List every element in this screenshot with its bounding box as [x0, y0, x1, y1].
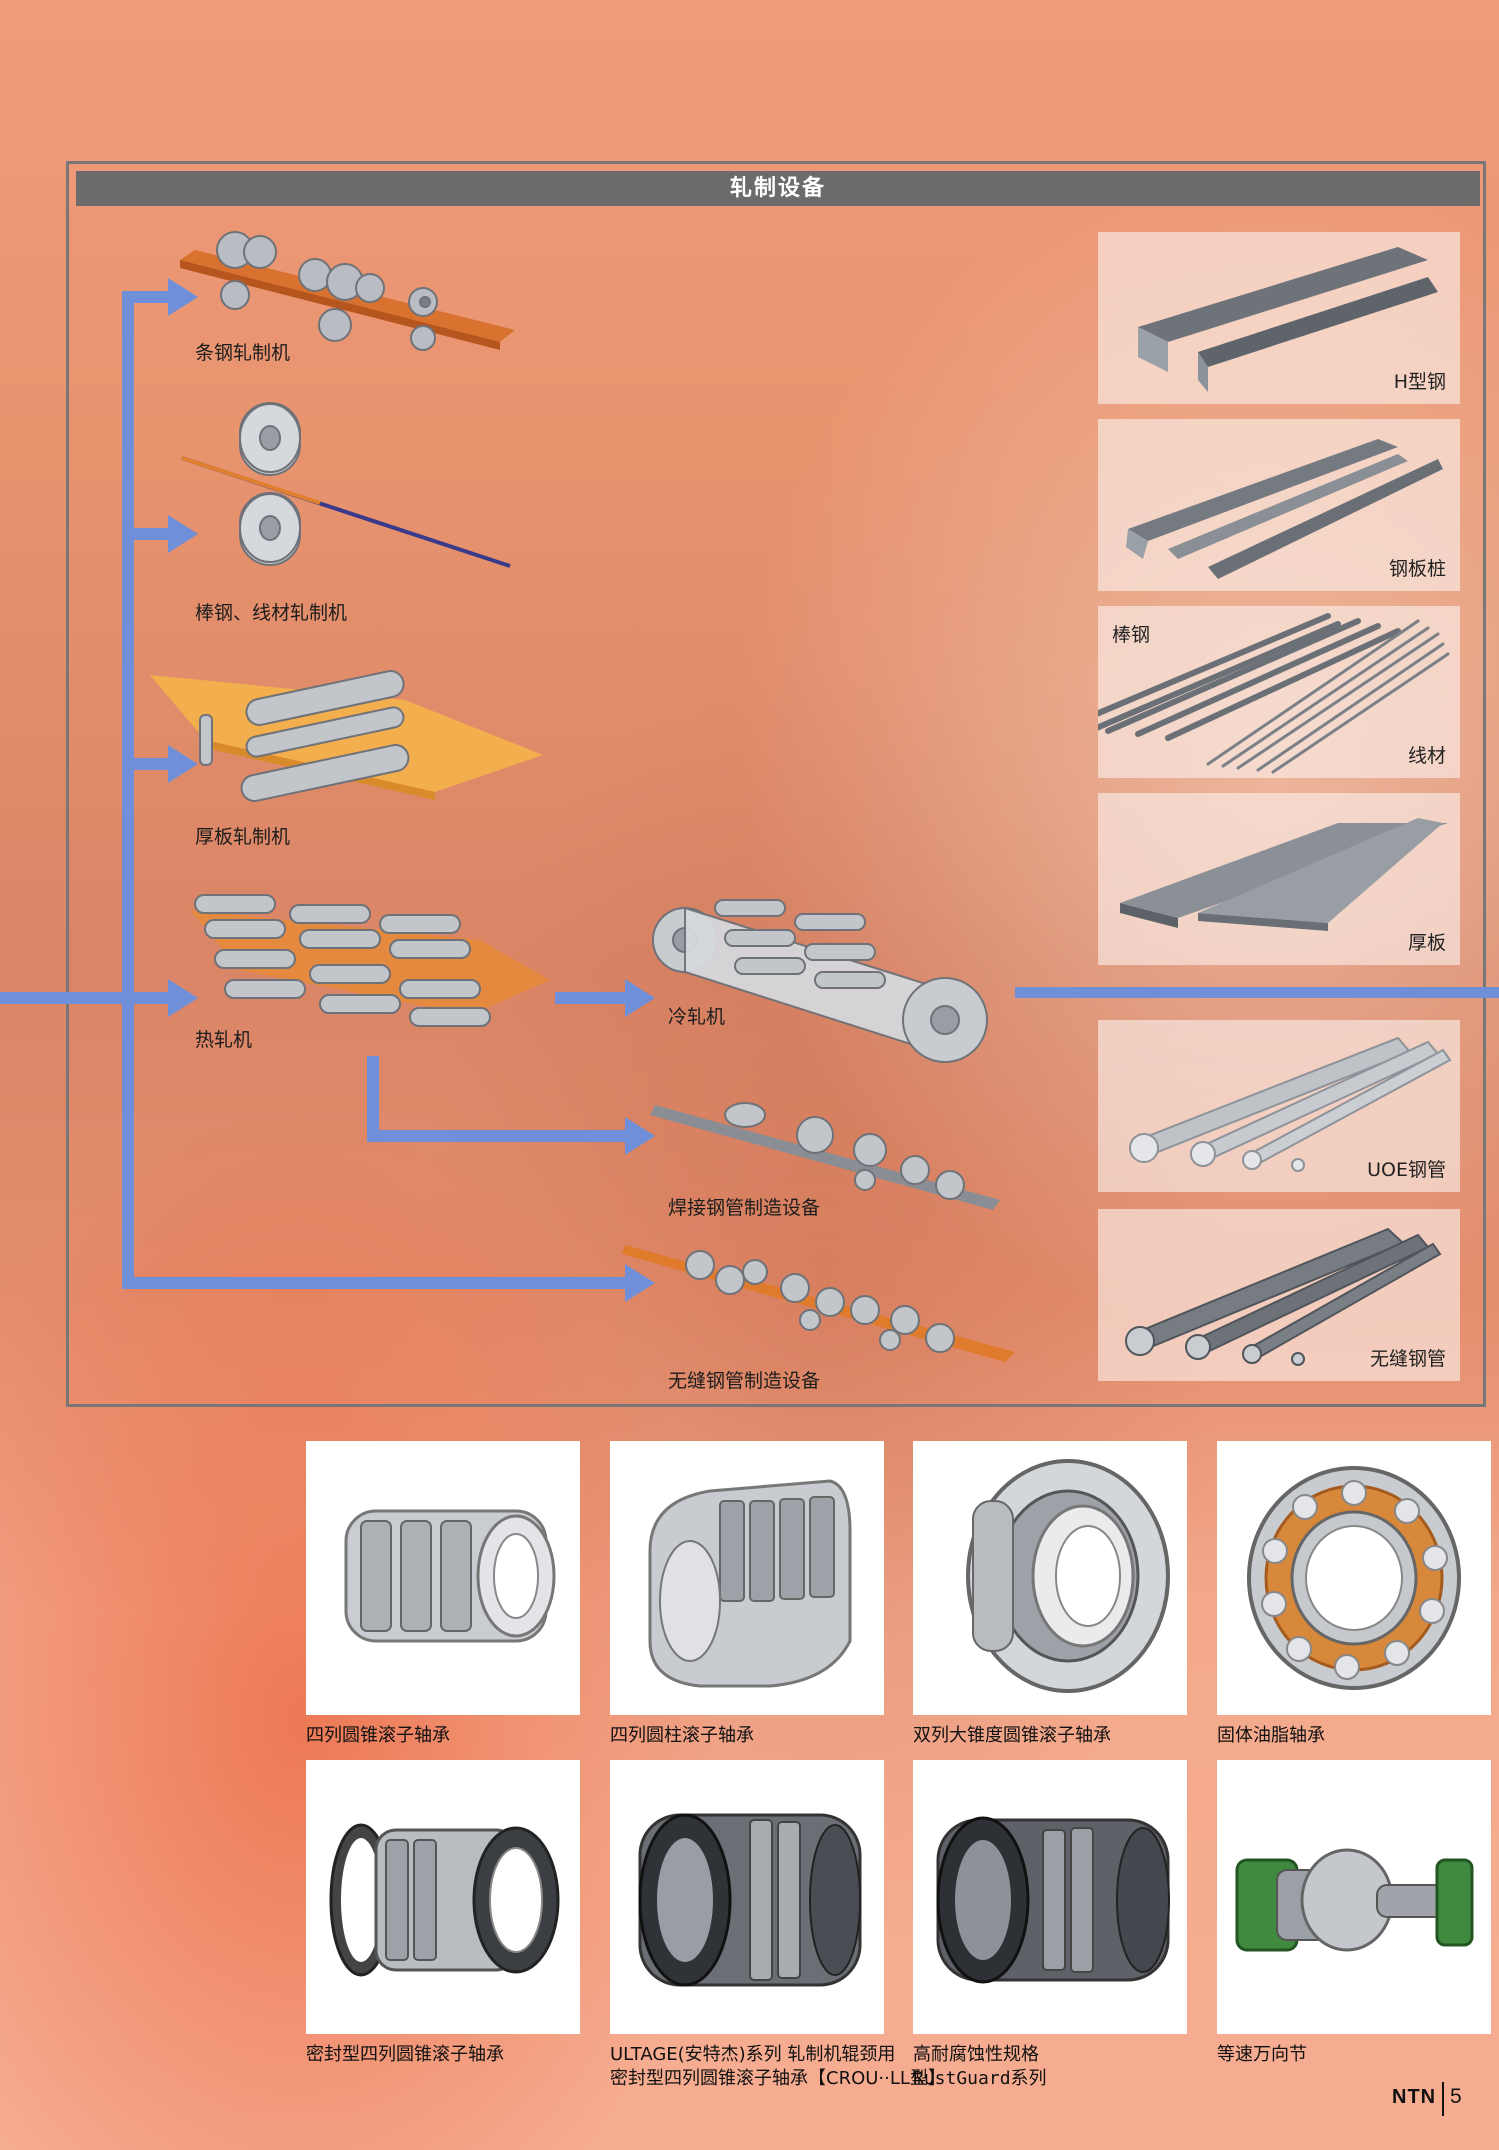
seamless-pipe-image [1125, 1227, 1442, 1366]
bearing-card-rustguard [913, 1760, 1187, 2034]
bearing-card-double-row-steep-tapered [913, 1441, 1187, 1715]
arrow-head-rod-mill [168, 515, 198, 553]
bearing-card-sealed-four-row-tapered [306, 1760, 580, 2034]
bearing-image [344, 1509, 556, 1643]
bearing-card-solid-grease [1217, 1441, 1491, 1715]
bearing-card-cv-joint [1217, 1760, 1491, 2034]
bearing-label-4: 固体油脂轴承 [1217, 1725, 1325, 1746]
bearing-image [1235, 1848, 1474, 1952]
welded-pipe-equipment-illustration [650, 1102, 1000, 1210]
ntn-logo: NTN [1392, 2086, 1437, 2108]
bearing-card-four-row-tapered [306, 1441, 580, 1715]
cold-mill-illustration [652, 899, 988, 1063]
entry-line [0, 992, 180, 1004]
bearing-image [648, 1479, 852, 1688]
rolling-equipment-frame [66, 161, 1486, 1407]
welded-pipe-label: 焊接钢管制造设备 [668, 1197, 821, 1219]
main-vertical-line [122, 297, 134, 1289]
product-label: 线材 [1407, 745, 1446, 767]
product-label: 钢板桩 [1388, 558, 1446, 580]
seamless-pipe-equipment-illustration [622, 1245, 1015, 1362]
section-title: 轧制设备 [76, 171, 1480, 206]
product-label: 厚板 [1407, 932, 1446, 954]
arrow-stem-plate-mill [122, 758, 180, 770]
hot-mill-label: 热轧机 [195, 1029, 253, 1051]
arrow-head-welded-pipe [625, 1117, 655, 1155]
bearing-image [329, 1823, 560, 1977]
arrow-head-cold-mill [625, 979, 655, 1017]
product-panel-seamless-pipe: 无缝钢管 [1098, 1209, 1460, 1381]
output-line [1015, 987, 1499, 998]
hot-mill-illustration [190, 894, 550, 1027]
bearing-label-3: 双列大锥度圆锥滚子轴承 [913, 1725, 1111, 1746]
rod-mill-label: 棒钢、线材轧制机 [195, 602, 348, 624]
arrow-stem-bar-mill [122, 291, 180, 303]
bearing-label-8: 等速万向节 [1217, 2044, 1307, 2065]
footer-divider [1442, 2082, 1444, 2116]
cold-mill-label: 冷轧机 [668, 1006, 726, 1028]
welded-pipe-horizontal [367, 1130, 635, 1142]
product-label: H型钢 [1393, 371, 1446, 393]
bar-mill-label: 条钢轧制机 [195, 342, 291, 364]
plate-mill-label: 厚板轧制机 [195, 826, 291, 848]
arrow-stem-cold-mill [555, 992, 635, 1004]
bearing-label-6: ULTAGE(安特杰)系列 轧制机辊颈用 密封型四列圆锥滚子轴承【CROU··L… [610, 2044, 946, 2089]
welded-pipe-vertical [367, 1056, 379, 1142]
product-label: UOE钢管 [1367, 1159, 1446, 1181]
plate-mill-illustration [150, 670, 543, 802]
bearing-image [936, 1816, 1170, 1984]
h-beam-image [1138, 247, 1438, 392]
arrow-head-plate-mill [168, 745, 198, 783]
product-panel-plate: 厚板 [1098, 793, 1460, 965]
bearing-image [638, 1813, 862, 1987]
bearing-label-2: 四列圆柱滚子轴承 [610, 1725, 754, 1746]
page-number: 5 [1450, 2085, 1462, 2108]
seamless-pipe-label: 无缝钢管制造设备 [668, 1370, 821, 1392]
bearing-label-5: 密封型四列圆锥滚子轴承 [306, 2044, 504, 2065]
arrow-stem-rod-mill [122, 528, 180, 540]
product-panel-bar-and-rod: 棒钢 线材 [1098, 606, 1460, 778]
arrow-head-seamless-pipe [625, 1264, 655, 1302]
arrow-head-bar-mill [168, 278, 198, 316]
product-panel-h-beam: H型钢 [1098, 232, 1460, 404]
bearing-card-ultage-sealed [610, 1760, 884, 2034]
bearing-card-four-row-cylindrical [610, 1441, 884, 1715]
arrow-head-hot-mill [168, 979, 198, 1017]
uoe-pipe-image [1129, 1036, 1452, 1172]
bearing-label-1: 四列圆锥滚子轴承 [306, 1725, 450, 1746]
sheet-pile-image [1126, 439, 1443, 579]
product-panel-uoe-pipe: UOE钢管 [1098, 1020, 1460, 1192]
bearing-image [966, 1459, 1170, 1693]
plate-image [1120, 818, 1448, 931]
product-label: 无缝钢管 [1369, 1348, 1446, 1370]
bar-and-rod-image [1098, 613, 1450, 774]
bar-mill-illustration [180, 231, 515, 351]
product-label-bar: 棒钢 [1112, 624, 1151, 646]
bearing-label-7: 高耐腐蚀性规格 RustGuard系列 [913, 2044, 1047, 2089]
product-panel-sheet-pile: 钢板桩 [1098, 419, 1460, 591]
seamless-pipe-horizontal [122, 1277, 635, 1289]
rod-mill-illustration [181, 402, 511, 568]
bearing-image [1247, 1466, 1461, 1690]
